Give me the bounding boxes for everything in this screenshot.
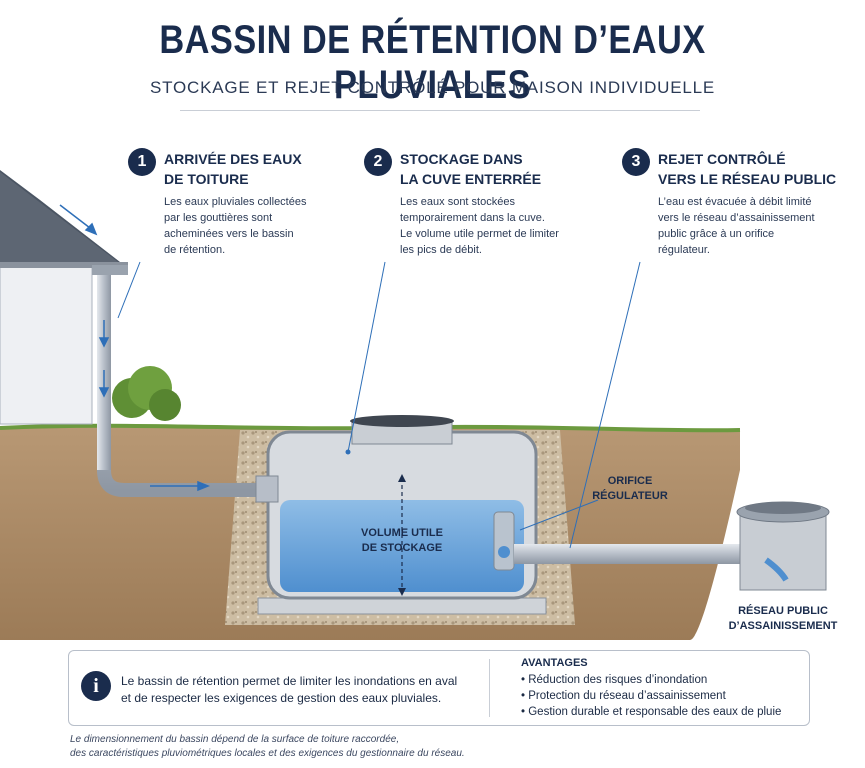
- bush: [112, 366, 181, 421]
- page-title: BASSIN DE RÉTENTION D’EAUX PLUVIALES: [159, 18, 706, 107]
- step-number: 2: [364, 148, 392, 176]
- list-item: Réduction des risques d’inondation: [521, 672, 801, 688]
- advantages-panel: AVANTAGES Réduction des risques d’inonda…: [521, 657, 801, 720]
- step-number: 1: [128, 148, 156, 176]
- inlet-pipe: [97, 270, 262, 497]
- page-subtitle: STOCKAGE ET REJET CONTRÔLÉ POUR MAISON I…: [149, 78, 716, 97]
- house: [0, 170, 128, 425]
- list-item: Gestion durable et responsable des eaux …: [521, 704, 801, 720]
- info-box: i Le bassin de rétention permet de limit…: [68, 650, 810, 726]
- info-text: Le bassin de rétention permet de limiter…: [121, 674, 458, 705]
- info-divider: [489, 659, 490, 717]
- advantages-title: AVANTAGES: [521, 657, 588, 669]
- title-divider: [180, 110, 700, 111]
- leader-lines: [117, 261, 641, 549]
- list-item: Protection du réseau d’assainissement: [521, 688, 801, 704]
- retention-basin-diagram: [0, 170, 830, 640]
- info-icon: i: [81, 671, 111, 701]
- storage-tank: [255, 415, 547, 615]
- public-network-manhole: [736, 501, 830, 591]
- footnote: Le dimensionnement du bassin dépend de l…: [70, 734, 465, 759]
- advantages-list: Réduction des risques d’inondation Prote…: [521, 672, 801, 720]
- step-number: 3: [622, 148, 650, 176]
- outlet-pipe: [514, 544, 766, 564]
